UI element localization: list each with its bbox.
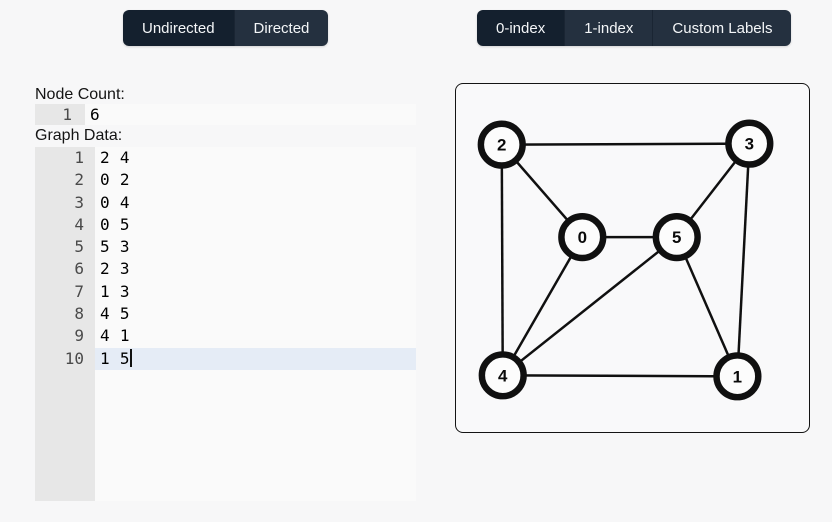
edge-pair-text[interactable]: 2 3: [100, 259, 130, 279]
line-number: 10: [64, 348, 84, 368]
graph-data-editor[interactable]: 1 2 4 2 0 2 3 0 4 4 0 5 5 5 3 6 2 3 7 1 3 8 4 5 9 4 1 10 1 …: [35, 147, 416, 501]
line-number: 9: [74, 326, 84, 346]
graph-edge-1-3: [736, 143, 751, 377]
toggle-undirected[interactable]: Undirected: [123, 10, 234, 46]
edge-pair-text[interactable]: 1 5: [95, 347, 416, 370]
line-number: 8: [74, 304, 84, 324]
graph-input-panel: Node Count: 1 6 Graph Data: 1 2 4 2 0 2 3 0 4…: [35, 85, 416, 501]
graph-edge-4-5: [501, 236, 678, 377]
text-cursor: [130, 348, 132, 367]
graph-node-1[interactable]: 1: [713, 352, 762, 401]
toggle-directed[interactable]: Directed: [233, 10, 329, 46]
editor-line[interactable]: 10 1 5: [35, 347, 416, 370]
node-count-editor[interactable]: 1 6: [35, 104, 416, 125]
edge-pair-text[interactable]: 0 4: [100, 192, 130, 212]
graph-node-2[interactable]: 2: [477, 120, 526, 169]
edge-pair-text[interactable]: 0 5: [100, 214, 130, 234]
node-label: 0: [578, 228, 587, 247]
node-circle[interactable]: [652, 213, 701, 262]
graph-node-3[interactable]: 3: [725, 119, 774, 168]
node-circle[interactable]: [477, 120, 526, 169]
graph-node-5[interactable]: 5: [652, 213, 701, 262]
toggle-1-index[interactable]: 1-index: [564, 10, 653, 46]
node-count-value[interactable]: 6: [85, 104, 416, 125]
toggle-custom-labels[interactable]: Custom Labels: [652, 10, 792, 46]
node-label: 4: [498, 366, 508, 385]
graph-edge-4-1: [502, 374, 738, 378]
line-number: 6: [74, 259, 84, 279]
node-count-label: Node Count:: [35, 86, 125, 103]
edge-pair-text[interactable]: 4 1: [100, 326, 130, 346]
editor-line[interactable]: 1 2 4: [35, 147, 416, 169]
edge-pair-text[interactable]: 0 2: [100, 170, 130, 190]
editor-line[interactable]: 3 0 4: [35, 192, 416, 214]
edge-pair-text[interactable]: 5 3: [100, 237, 130, 257]
line-number: 1: [74, 148, 84, 167]
graph-node-4[interactable]: 4: [478, 351, 527, 400]
graph-canvas-panel[interactable]: 2 3 0 5 4 1: [455, 83, 810, 433]
graph-edge-2-4: [500, 144, 504, 376]
node-label: 5: [672, 228, 681, 247]
line-number: 5: [74, 237, 84, 257]
edge-pair-text[interactable]: 4 5: [100, 304, 130, 324]
graph-data-lines: 1 2 4 2 0 2 3 0 4 4 0 5 5 5 3 6 2 3 7 1 3 8 4 5 9 4 1 10 1 …: [35, 147, 416, 370]
line-number: 2: [74, 170, 84, 190]
graph-data-label: Graph Data:: [35, 127, 123, 144]
editor-content-background[interactable]: [95, 147, 416, 501]
edge-pair-text[interactable]: 1 3: [100, 281, 130, 301]
graph-edge-0-4: [501, 236, 584, 376]
node-label: 3: [745, 135, 754, 154]
edge-pair-text[interactable]: 2 4: [100, 148, 130, 167]
node-circle[interactable]: [478, 351, 527, 400]
line-number: 4: [74, 214, 84, 234]
graph-edge-1-5: [675, 236, 739, 377]
line-number: 7: [74, 281, 84, 301]
node-label: 1: [733, 367, 742, 386]
editor-line[interactable]: 9 4 1: [35, 325, 416, 347]
graph-node-0[interactable]: 0: [558, 213, 607, 262]
toggle-0-index[interactable]: 0-index: [477, 10, 565, 46]
node-count-line-number: 1: [35, 104, 85, 125]
node-circle[interactable]: [558, 213, 607, 262]
node-circle[interactable]: [725, 119, 774, 168]
node-circle[interactable]: [713, 352, 762, 401]
graph-visualization[interactable]: 2 3 0 5 4 1: [456, 84, 809, 432]
graph-edge-2-3: [501, 142, 750, 146]
editor-line[interactable]: 5 5 3: [35, 236, 416, 258]
editor-line[interactable]: 8 4 5: [35, 303, 416, 325]
editor-line[interactable]: 2 0 2: [35, 169, 416, 191]
editor-line[interactable]: 7 1 3: [35, 281, 416, 303]
line-number-gutter: [35, 147, 95, 501]
line-number: 3: [74, 192, 84, 212]
node-label: 2: [497, 136, 506, 155]
editor-line[interactable]: 6 2 3: [35, 258, 416, 280]
editor-line[interactable]: 4 0 5: [35, 214, 416, 236]
